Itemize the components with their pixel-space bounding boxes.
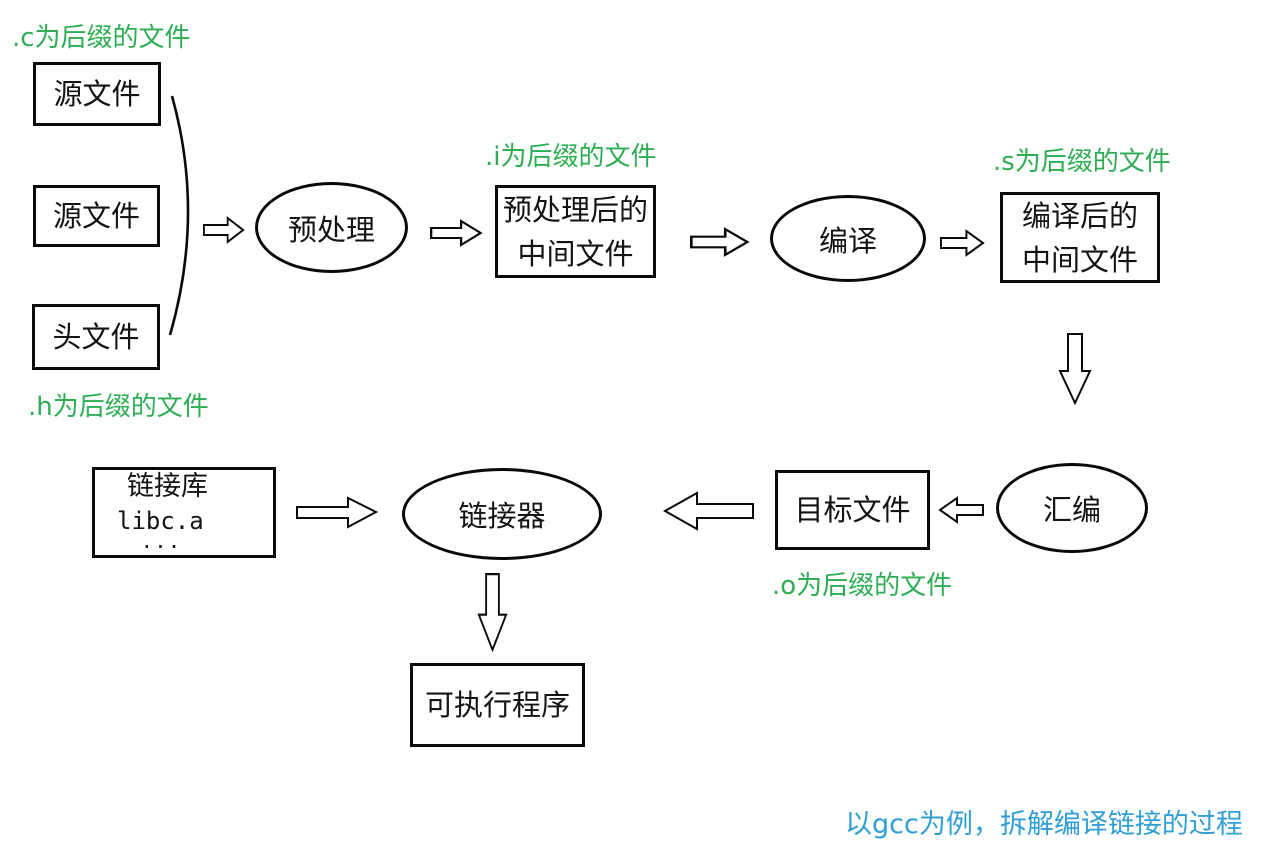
link-library-ellipsis: ··· bbox=[143, 532, 184, 561]
preprocessed-file-box: 预处理后的 中间文件 bbox=[495, 185, 656, 278]
compiled-file-box: 编译后的 中间文件 bbox=[1000, 192, 1160, 283]
compiled-file-line2: 中间文件 bbox=[1021, 242, 1138, 277]
arrow-preprocess-to-intermediate-icon bbox=[430, 219, 483, 247]
arrow-linker-to-executable-icon bbox=[477, 573, 508, 652]
preprocessed-file-line1: 预处理后的 bbox=[502, 192, 648, 227]
label-o-suffix: .o为后缀的文件 bbox=[772, 571, 953, 601]
label-c-suffix: .c为后缀的文件 bbox=[12, 23, 191, 53]
linker-ellipse: 链接器 bbox=[402, 468, 602, 560]
assemble-ellipse: 汇编 bbox=[996, 463, 1148, 553]
arrow-library-to-linker-icon bbox=[296, 496, 378, 529]
preprocess-ellipse: 预处理 bbox=[255, 182, 408, 273]
arrow-compiled-to-assemble-icon bbox=[1058, 333, 1092, 405]
link-library-box: 链接库 libc.a ··· bbox=[92, 467, 276, 561]
link-library-filename: libc.a bbox=[117, 506, 204, 535]
source-file-2-box: 源文件 bbox=[33, 185, 160, 247]
label-s-suffix: .s为后缀的文件 bbox=[993, 147, 1171, 177]
label-h-suffix: .h为后缀的文件 bbox=[28, 392, 209, 422]
preprocessed-file-line2: 中间文件 bbox=[517, 236, 634, 271]
arrow-object-to-linker-icon bbox=[663, 491, 754, 531]
source-group-arc bbox=[168, 95, 190, 336]
diagram-caption: 以gcc为例，拆解编译链接的过程 bbox=[845, 809, 1243, 840]
link-library-title: 链接库 bbox=[127, 470, 208, 502]
arrow-assemble-to-object-icon bbox=[938, 496, 984, 524]
compiled-file-line1: 编译后的 bbox=[1021, 198, 1138, 233]
object-file-box: 目标文件 bbox=[775, 470, 930, 550]
label-i-suffix: .i为后缀的文件 bbox=[485, 142, 657, 172]
arrow-compile-to-compiled-icon bbox=[940, 229, 985, 257]
executable-box: 可执行程序 bbox=[410, 663, 585, 747]
header-file-box: 头文件 bbox=[32, 304, 160, 370]
arrow-source-to-preprocess-icon bbox=[203, 216, 245, 244]
arrow-intermediate-to-compile-icon bbox=[690, 227, 750, 257]
compile-ellipse: 编译 bbox=[770, 195, 926, 282]
source-file-1-box: 源文件 bbox=[33, 62, 161, 126]
